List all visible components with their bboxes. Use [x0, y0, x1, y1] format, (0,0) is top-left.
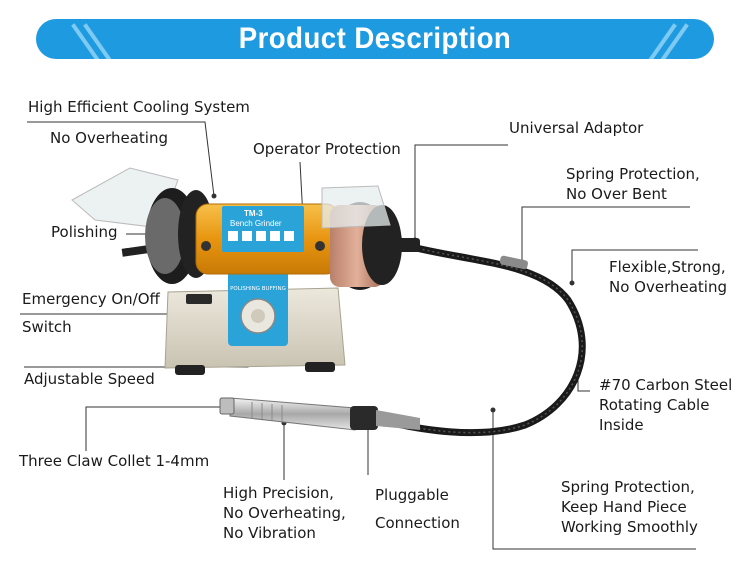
flex-shaft-cable: [379, 242, 586, 437]
label-adjustable-speed: Adjustable Speed: [24, 370, 155, 388]
spring-sleeve-bottom: [376, 410, 420, 430]
right-eye-shield: [321, 185, 391, 229]
label-high-precision: High Precision, No Overheating, No Vibra…: [223, 484, 346, 542]
power-switch: [186, 294, 212, 304]
collet: [219, 397, 235, 415]
label-no-overheating-1: No Overheating: [50, 129, 168, 147]
label-polishing: Polishing: [51, 223, 118, 241]
model-text: TM-3: [244, 209, 263, 218]
model-name: Bench Grinder: [230, 219, 282, 228]
knob-text: POLISHING BUFFING: [230, 286, 286, 292]
label-operator-protection: Operator Protection: [253, 140, 401, 158]
handpiece-body: [229, 397, 356, 431]
left-grinding-wheel: [145, 198, 185, 274]
flex-shaft-spring: [379, 245, 583, 434]
label-carbon-steel: #70 Carbon Steel Rotating Cable Inside: [599, 376, 733, 434]
label-flexible: Flexible,Strong, No Overheating: [609, 258, 727, 296]
label-plate: [222, 206, 304, 252]
header-banner: Product Description: [36, 19, 714, 59]
label-cooling: High Efficient Cooling System: [28, 98, 250, 116]
pluggable-connector: [350, 406, 378, 430]
label-universal-adaptor: Universal Adaptor: [509, 119, 644, 137]
label-spring-protection-bottom: Spring Protection, Keep Hand Piece Worki…: [561, 478, 698, 536]
label-collet: Three Claw Collet 1-4mm: [19, 452, 210, 470]
adaptor-connector: [398, 238, 420, 252]
label-pluggable: Pluggable: [375, 486, 449, 504]
label-spring-protection-top: Spring Protection, No Over Bent: [566, 165, 700, 203]
label-connection: Connection: [375, 514, 460, 532]
label-switch: Switch: [22, 318, 72, 336]
page-title: Product Description: [238, 22, 512, 55]
label-emergency: Emergency On/Off: [22, 290, 160, 308]
spring-sleeve-top: [499, 255, 528, 270]
